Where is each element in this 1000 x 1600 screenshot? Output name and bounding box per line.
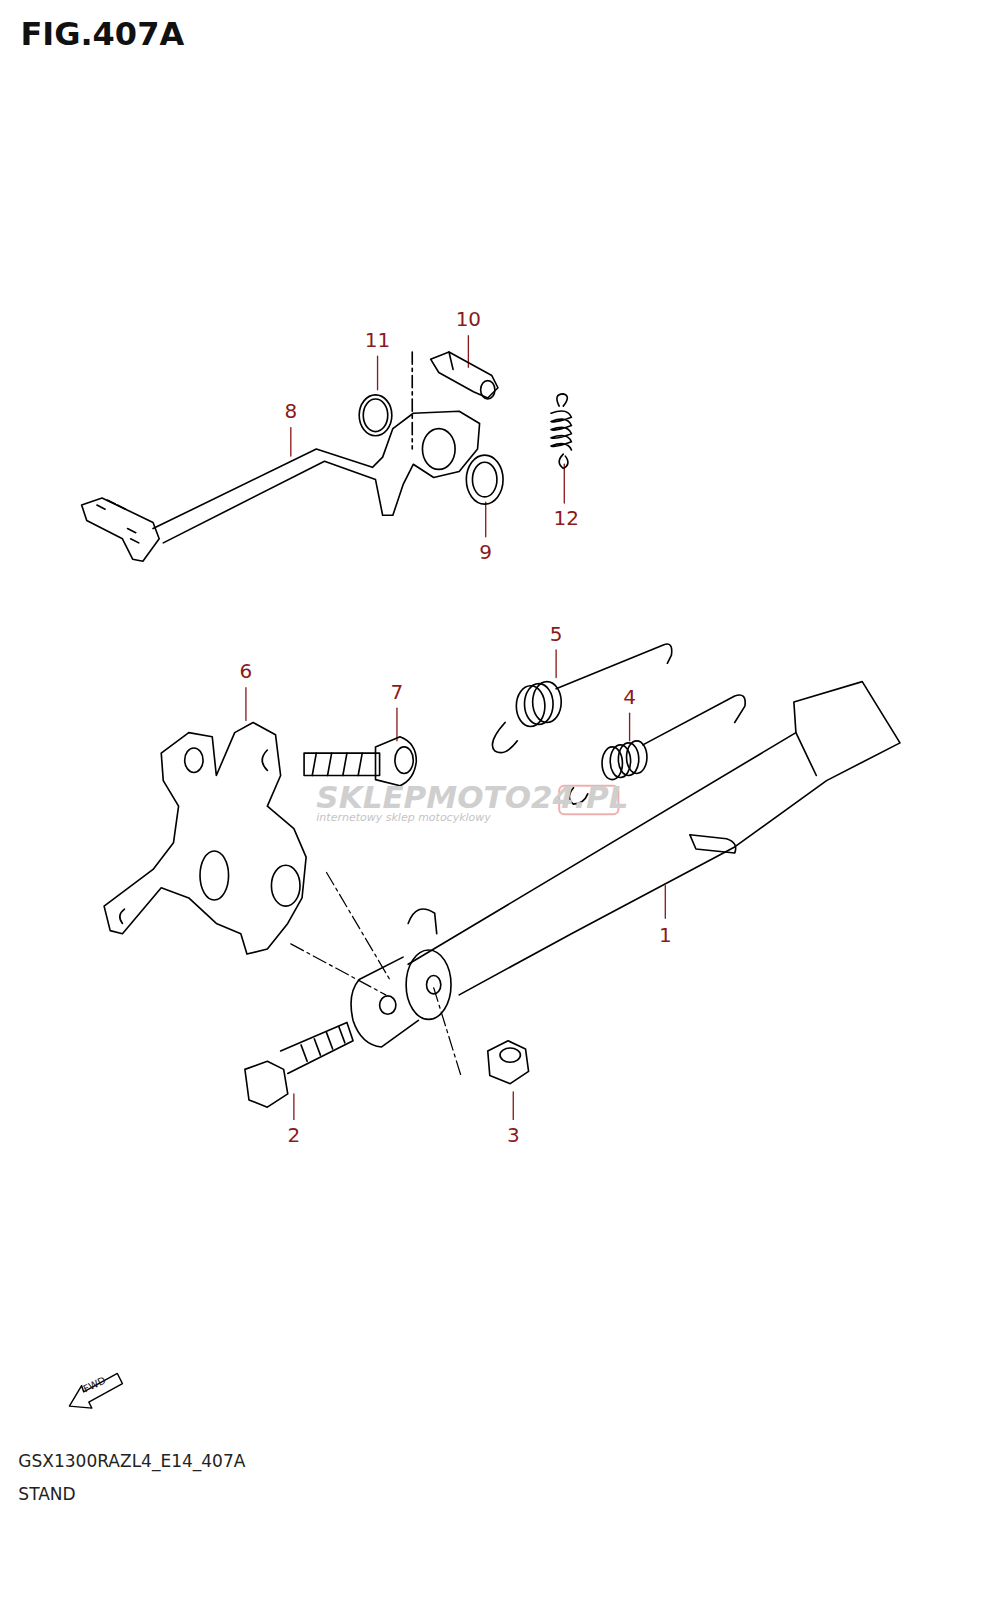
figure-code: GSX1300RAZL4_E14_407A xyxy=(18,1453,245,1470)
callout-number: 6 xyxy=(240,661,253,681)
callout-number: 1 xyxy=(659,925,672,945)
stand-bolt xyxy=(245,1022,353,1107)
callout-number: 9 xyxy=(479,542,492,562)
watermark: SKLEPMOTO24.PL xyxy=(316,782,628,813)
callout-number: 11 xyxy=(365,330,390,350)
stand-bracket xyxy=(104,722,306,954)
stand-nut xyxy=(488,1041,529,1084)
return-spring xyxy=(551,394,571,468)
brake-pedal xyxy=(82,352,480,561)
callout-number: 10 xyxy=(456,309,481,329)
forward-arrow xyxy=(69,1373,122,1408)
circlip xyxy=(359,395,392,436)
stand-spring xyxy=(492,644,671,753)
pivot-pin xyxy=(431,352,498,399)
callout-number: 8 xyxy=(284,401,297,421)
washer xyxy=(466,455,503,504)
forward-label: FWD xyxy=(82,1376,107,1395)
figure-title: FIG.407A xyxy=(20,18,184,50)
callout-number: 7 xyxy=(391,682,404,702)
callout-number: 5 xyxy=(550,624,563,644)
callout-number: 3 xyxy=(507,1125,520,1145)
figure-caption: STAND xyxy=(18,1486,75,1503)
callout-number: 2 xyxy=(288,1125,301,1145)
callout-number: 4 xyxy=(623,687,636,707)
watermark-tagline: internetowy sklep motocyklowy xyxy=(316,812,491,823)
side-stand xyxy=(351,682,900,1047)
callout-number: 12 xyxy=(554,508,579,528)
bracket-bolt xyxy=(304,737,416,786)
assembly-lines xyxy=(291,872,461,1076)
